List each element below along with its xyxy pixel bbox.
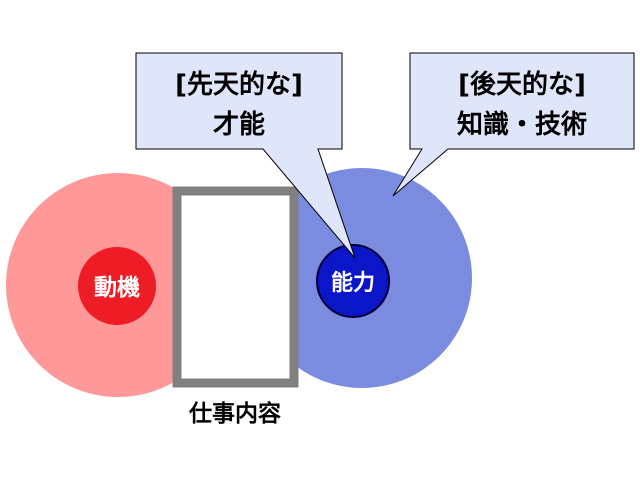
callout-acquired-line2: 知識・技術 xyxy=(457,110,587,140)
callout-acquired-line1: [後天的な] xyxy=(458,69,586,100)
job-content-frame xyxy=(172,186,299,388)
motivation-core xyxy=(78,247,156,325)
callout-innate-line2: 才能 xyxy=(213,109,265,140)
callout-innate xyxy=(135,52,356,259)
motivation-label: 動機 xyxy=(94,275,140,301)
job-content-label: 仕事内容 xyxy=(188,400,281,427)
ability-core xyxy=(316,244,390,318)
callout-innate-line1: [先天的な] xyxy=(175,69,303,100)
callout-acquired xyxy=(392,52,635,197)
ability-label: 能力 xyxy=(331,270,375,296)
